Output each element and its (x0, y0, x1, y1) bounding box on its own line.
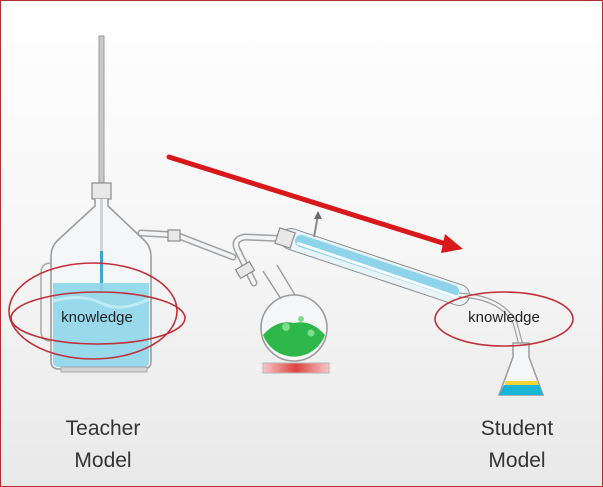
flask-stopper (234, 260, 256, 280)
teacher-liquid (53, 283, 149, 367)
heater-plate (262, 362, 330, 374)
transfer-arrow (166, 154, 463, 253)
condenser-water (295, 235, 459, 297)
teacher-vessel (40, 35, 237, 373)
thermometer-rod (98, 35, 105, 187)
student-model-line2: Model (488, 449, 546, 472)
student-model-line1: Student (480, 417, 554, 440)
teacher-ellipses (8, 262, 186, 360)
stopper (91, 182, 112, 200)
student-liquid-band (505, 381, 538, 385)
student-knowledge-label: knowledge (468, 309, 540, 326)
teacher-model-line1: Teacher (65, 417, 141, 440)
student-flask (497, 342, 545, 396)
student-model-label: Student Model (457, 413, 577, 477)
teacher-model-line2: Model (74, 449, 132, 472)
teacher-knowledge-label: knowledge (61, 309, 133, 326)
student-ellipse (434, 291, 574, 347)
round-flask (232, 233, 330, 374)
teacher-model-label: Teacher Model (43, 413, 163, 477)
student-liquid (499, 385, 543, 395)
